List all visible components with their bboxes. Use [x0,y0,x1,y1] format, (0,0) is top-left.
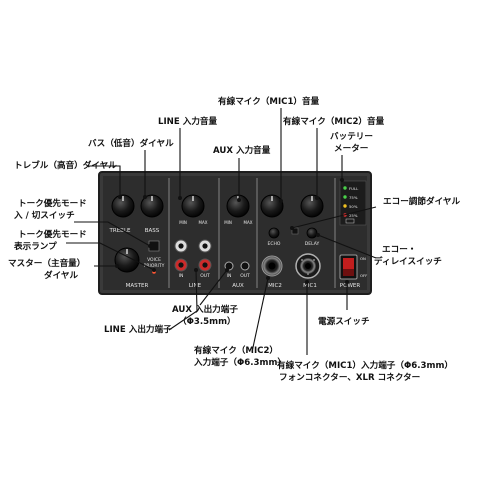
power-on-label: ON [360,256,366,261]
line-max-label: MAX [199,220,208,225]
leader-talk-switch [74,221,151,247]
delay-switch[interactable] [306,227,318,239]
callout-talk-lamp-2: 表示ランプ [14,242,57,252]
echo-panel-label: ECHO [268,241,281,247]
callout-master-dial-2: ダイヤル [44,271,79,281]
line-volume-knob[interactable] [181,194,205,218]
callout-talk-switch-2: 入 / 切スイッチ [14,211,75,221]
mixer-panel: MASTER LINE AUX MIC2 MIC1 POWER TREBLE B… [98,171,372,295]
callout-aux-jack-1: AUX 入出力端子 [172,305,238,315]
callout-line-volume: LINE 入力音量 [158,117,218,127]
delay-panel-label: DELAY [305,241,320,247]
leader-dots [115,178,349,284]
power-panel-label: POWER [340,283,361,289]
leader-echo [291,206,377,229]
callout-mic2-jack-2: 入力端子（Φ6.3mm） [194,358,287,368]
mic2-panel-label: MIC2 [268,283,282,289]
line-rca-jacks[interactable] [174,239,212,272]
line-in-label: IN [179,273,184,279]
battery-full-label: FULL [349,186,359,191]
callout-echo-dial: エコー調節ダイヤル [383,197,461,207]
callout-delay-switch-2: ディレイスイッチ [374,257,442,267]
aux-min-label: MIN [224,220,232,225]
callout-talk-switch-1: トーク優先モード [18,199,87,209]
battery-75-label: 75% [349,195,358,200]
leader-lines [66,108,377,355]
leader-aux-jack [199,269,228,306]
power-off-label: OFF [360,273,367,278]
battery-meter [339,180,367,226]
callout-power-switch: 電源スイッチ [318,317,370,327]
bass-panel-label: BASS [145,228,160,234]
leader-mic2-jack [251,277,269,353]
battery-25-label: 25% [349,213,358,218]
leader-line-jack [168,269,198,331]
callout-mic2-jack-1: 有線マイク（MIC2） [194,346,279,356]
aux-max-label: MAX [244,220,253,225]
master-knob[interactable] [114,247,140,273]
callout-aux-volume: AUX 入力音量 [213,146,271,156]
priority-panel-label: PRIORITY [144,263,165,269]
echo-small-button[interactable] [291,227,299,235]
line-min-label: MIN [179,220,187,225]
callout-mic2-volume: 有線マイク（MIC2）音量 [283,117,385,127]
echo-dial[interactable] [268,227,280,239]
mic1-combo-jack[interactable] [295,253,321,279]
callout-talk-lamp-1: トーク優先モード [18,230,87,240]
callout-mic1-volume: 有線マイク（MIC1）音量 [218,97,320,107]
treble-knob[interactable] [111,194,135,218]
line-out-label: OUT [200,273,210,279]
line-panel-label: LINE [189,283,202,289]
mic2-jack[interactable] [261,255,283,277]
leader-delay [317,234,377,259]
aux-in-label: IN [227,273,232,279]
callout-battery-2: メーター [334,144,369,154]
bass-knob[interactable] [140,194,164,218]
callout-line-jack: LINE 入出力端子 [104,325,172,335]
callout-master-dial-1: マスター（主音量） [8,259,86,269]
master-panel-label: MASTER [126,283,149,289]
leader-talk-lamp [66,242,155,271]
power-switch[interactable] [339,254,358,280]
battery-50-label: 50% [349,204,358,209]
callout-mic1-jack-2: フォンコネクター、XLR コネクター [279,373,421,383]
aux-panel-label: AUX [232,283,244,289]
leader-treble [88,165,121,197]
treble-panel-label: TREBLE [109,228,131,234]
callout-delay-switch-1: エコー・ [382,245,417,255]
callout-treble-dial: トレブル（高音）ダイヤル [14,161,117,171]
callout-mic1-jack-1: 有線マイク（MIC1）入力端子（Φ6.3mm） [277,361,454,371]
voice-panel-label: VOICE [147,257,161,263]
mic1-volume-knob[interactable] [300,194,324,218]
mic1-panel-label: MIC1 [303,283,317,289]
mic2-volume-knob[interactable] [260,194,284,218]
callout-aux-jack-2: （Φ3.5mm） [178,317,236,327]
aux-out-label: OUT [240,273,250,279]
callout-battery-1: バッテリー [330,132,373,142]
callout-bass-dial: バス（低音）ダイヤル [88,139,174,149]
